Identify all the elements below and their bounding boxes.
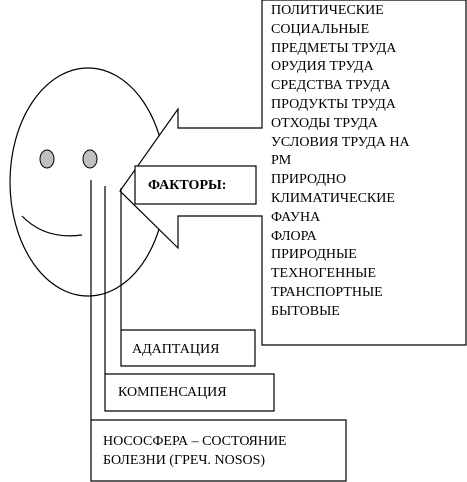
factor-item: СОЦИАЛЬНЫЕ: [271, 21, 370, 37]
adaptation-box: [120, 329, 256, 367]
compensation-box: [104, 373, 275, 412]
factor-list: ПОЛИТИЧЕСКИЕ СОЦИАЛЬНЫЕ ПРЕДМЕТЫ ТРУДА ОРУД…: [271, 2, 461, 322]
factor-item: ФАУНА: [271, 209, 321, 225]
factor-item: КЛИМАТИЧЕСКИЕ: [271, 190, 395, 206]
factors-label-box: [134, 165, 257, 205]
adaptation-label: АДАПТАЦИЯ: [132, 342, 220, 357]
factors-callout: [119, 0, 467, 346]
nososphere-label: НОСОСФЕРА – СОСТОЯНИЕ БОЛЕЗНИ (ГРЕЧ. NOS…: [103, 434, 287, 468]
factor-item: ПРОДУКТЫ ТРУДА: [271, 96, 396, 112]
factor-item: ПРИРОДНО: [271, 172, 347, 188]
factor-item: ФЛОРА: [271, 228, 317, 244]
nososphere-box: [90, 419, 347, 482]
right-eye: [82, 149, 98, 169]
factor-item: БЫТОВЫЕ: [271, 303, 340, 319]
factor-item: УСЛОВИЯ ТРУДА НА: [271, 134, 410, 150]
factor-item: ОТХОДЫ ТРУДА: [271, 115, 378, 131]
compensation-label: КОМПЕНСАЦИЯ: [118, 385, 227, 400]
factor-item: ПОЛИТИЧЕСКИЕ: [271, 3, 384, 18]
factor-item: ПРИРОДНЫЕ: [271, 247, 357, 263]
factor-item: ТЕХНОГЕННЫЕ: [271, 266, 377, 282]
factor-item: ПРЕДМЕТЫ ТРУДА: [271, 40, 397, 56]
factor-item: РМ: [271, 153, 292, 169]
factor-item: ТРАНСПОРТНЫЕ: [271, 284, 383, 300]
factor-item: СРЕДСТВА ТРУДА: [271, 78, 391, 94]
smile: [21, 215, 83, 237]
factor-item: ОРУДИЯ ТРУДА: [271, 59, 374, 75]
left-eye: [39, 149, 55, 169]
factors-label: ФАКТОРЫ:: [148, 178, 227, 193]
